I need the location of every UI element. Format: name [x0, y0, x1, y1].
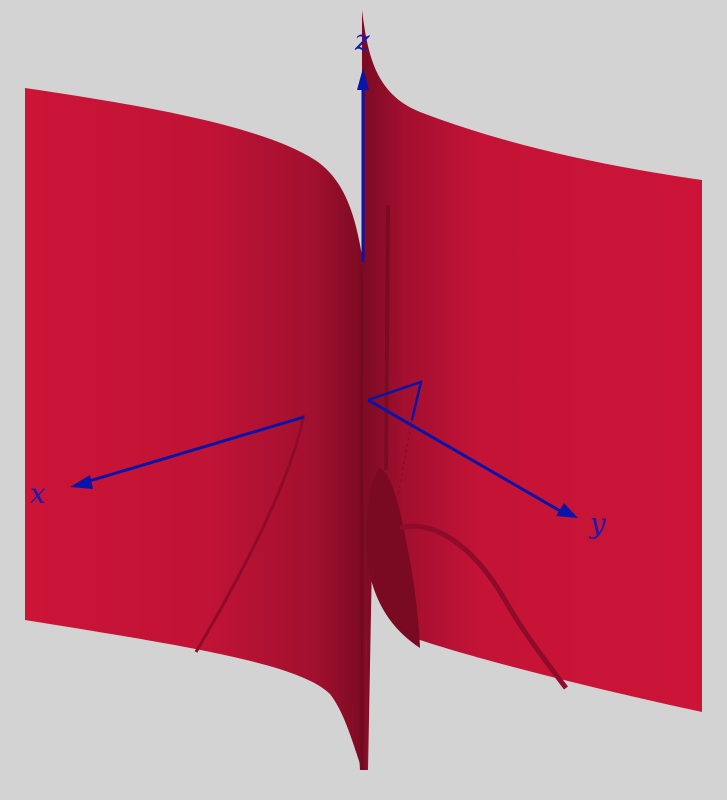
x-axis-arrowhead: [70, 475, 93, 489]
z-axis-arrowhead: [357, 68, 369, 90]
surface-right-sheet: [362, 10, 702, 770]
y-axis: [367, 398, 578, 518]
surface-thin-streak: [384, 204, 390, 471]
surface-curve-left: [194, 414, 306, 653]
y-axis-label: y: [588, 507, 607, 540]
z-axis: [357, 68, 369, 262]
surface-curve-right: [399, 523, 568, 690]
surface-central-fold: [356, 240, 368, 770]
surface-dark-lobe: [366, 468, 420, 648]
origin-marker: [367, 380, 423, 421]
x-axis-label: x: [30, 477, 46, 510]
surface-left-sheet: [25, 88, 362, 770]
x-axis: [70, 415, 305, 489]
y-axis-arrowhead: [556, 503, 578, 518]
z-axis-label: z: [354, 24, 370, 57]
surface-dashed-line: [397, 419, 413, 496]
